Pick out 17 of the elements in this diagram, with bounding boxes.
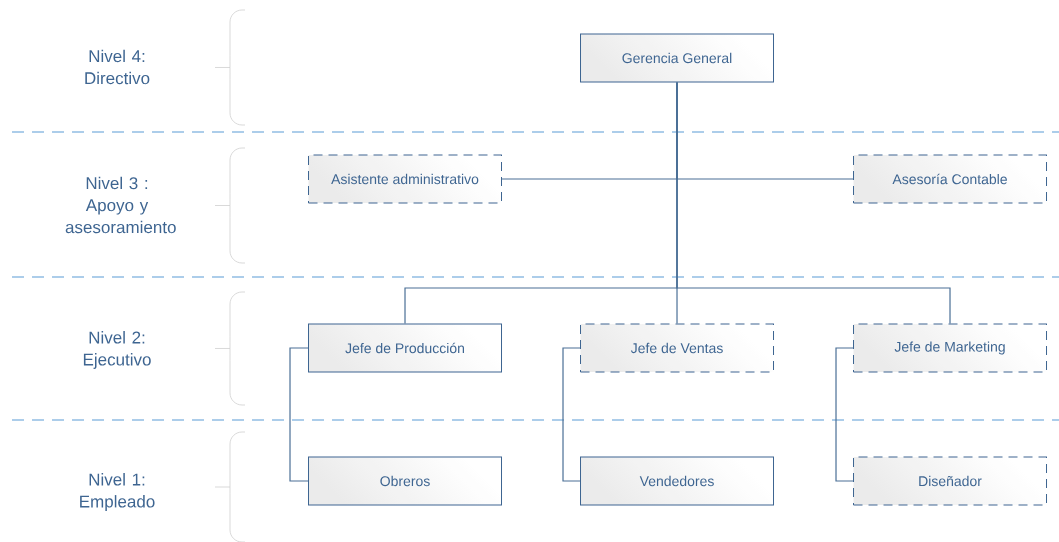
level-label: Nivel 4: Directivo (85, 49, 150, 85)
position-box: Diseñador (853, 456, 1047, 506)
position-box: Jefe de Producción (308, 323, 502, 373)
connector-line (835, 347, 854, 482)
position-box: Asesoría Contable (853, 154, 1047, 204)
position-box: Jefe de Marketing (853, 323, 1047, 373)
level-label: Nivel 3 : Apoyo y asesoramiento (65, 176, 176, 234)
position-box: Obreros (308, 456, 502, 506)
connector-line (676, 81, 951, 325)
level-label: Nivel 1: Empleado (80, 473, 155, 511)
level-label: Nivel 2: Ejecutivo (83, 331, 151, 369)
position-box: Vendedores (580, 456, 774, 506)
connector-line (289, 347, 309, 482)
position-box: Jefe de Ventas (580, 323, 774, 373)
connector-line (562, 347, 581, 482)
position-box: Gerencia General (580, 33, 774, 83)
position-box: Asistente administrativo (308, 154, 502, 204)
